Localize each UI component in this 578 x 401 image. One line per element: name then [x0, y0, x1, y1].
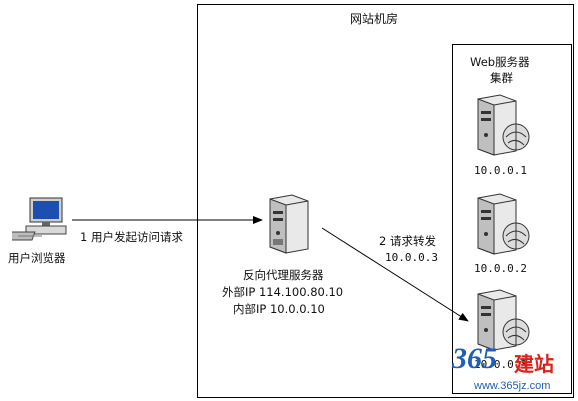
- web-server-ip-3: 10.0.0.3: [474, 358, 527, 371]
- web-server-ip-2: 10.0.0.2: [474, 262, 527, 275]
- step2-label-line2: 10.0.0.3: [385, 251, 438, 264]
- server-globe-icon: [477, 193, 530, 255]
- step2-label-line1: 2 请求转发: [379, 234, 436, 248]
- cluster-title-line2: 集群: [490, 71, 513, 85]
- watermark-url: www.365jz.com: [474, 380, 551, 392]
- arrow-proxy-to-web3: [321, 227, 469, 322]
- proxy-label: 反向代理服务器: [243, 268, 324, 282]
- web-server-ip-1: 10.0.0.1: [474, 164, 527, 177]
- machine-room-title: 网站机房: [350, 12, 399, 26]
- watermark-logo: 365 建站 www.365jz.com: [450, 340, 576, 398]
- proxy-internal-ip: 内部IP 10.0.0.10: [233, 302, 325, 316]
- user-browser-label: 用户浏览器: [8, 251, 66, 265]
- step1-label: 1 用户发起访问请求: [80, 230, 183, 244]
- cluster-title-line1: Web服务器: [470, 55, 530, 69]
- watermark-brand: 365: [452, 342, 497, 375]
- computer-icon: [12, 197, 67, 241]
- machine-room-frame: [197, 4, 574, 398]
- server-globe-icon: [477, 94, 530, 156]
- server-globe-icon: [477, 289, 530, 351]
- watermark-brand-cn: 建站: [514, 352, 554, 376]
- server-icon: [269, 194, 309, 254]
- cluster-frame: [452, 44, 572, 394]
- proxy-external-ip: 外部IP 114.100.80.10: [222, 285, 344, 299]
